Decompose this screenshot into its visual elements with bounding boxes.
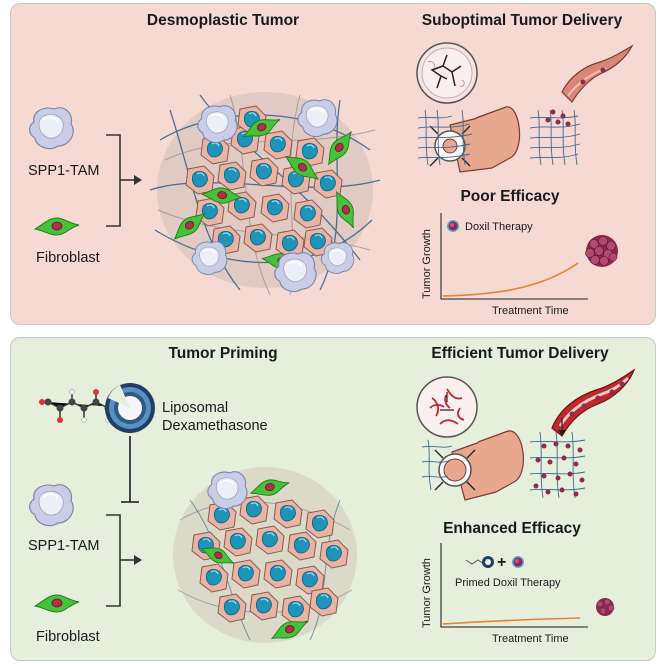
doxil-therapy-legend-label: Doxil Therapy	[465, 221, 533, 233]
spp1-tam-icon-top	[28, 106, 74, 150]
open-vessel-bottom	[434, 430, 524, 501]
suboptimal-delivery-title: Suboptimal Tumor Delivery	[421, 12, 623, 29]
fibroblast-icon-top	[34, 217, 80, 236]
liposomal-dexamethasone-graphic	[39, 383, 155, 433]
fibroblast-icon-bottom	[34, 594, 80, 613]
primed-tumor-graphic	[173, 467, 357, 644]
spp1-tam-icon-bottom	[28, 483, 74, 527]
tumor-growth-curve-poor	[442, 262, 579, 297]
chart-axes-top	[440, 213, 588, 300]
efficient-delivery-title: Efficient Tumor Delivery	[431, 345, 609, 362]
desmoplastic-tumor-title: Desmoplastic Tumor	[146, 12, 300, 29]
treatment-time-axis-title-top: Treatment Time	[492, 305, 569, 317]
treatment-time-axis-title-bottom: Treatment Time	[492, 633, 569, 645]
enhanced-efficacy-title: Enhanced Efficacy	[443, 520, 581, 537]
liposomal-dexamethasone-legend-icon	[465, 556, 494, 568]
legend-plus-sign: +	[497, 554, 507, 571]
bracket-arrow-bottom	[106, 514, 134, 607]
healthy-vessel-bottom	[551, 368, 636, 437]
tumor-growth-curve-enhanced	[442, 617, 581, 625]
spp1-tam-label-bottom: SPP1-TAM	[28, 538, 100, 554]
loose-ecm-mesh-bottom-left	[421, 439, 453, 491]
open-tumor-cross-section-bottom	[416, 376, 478, 438]
poor-efficacy-title: Poor Efficacy	[460, 188, 560, 205]
spp1-tam-label-top: SPP1-TAM	[28, 163, 100, 179]
fibroblast-label-top: Fibroblast	[36, 250, 100, 266]
desmoplastic-tumor-graphic	[149, 92, 381, 296]
leaky-vessel-top	[561, 44, 634, 103]
bracket-arrow-top	[106, 134, 134, 227]
doxil-legend-icon-top	[447, 220, 459, 232]
inhibition-line	[121, 436, 139, 503]
fibroblast-label-bottom: Fibroblast	[36, 629, 100, 645]
compressed-vessel-top	[429, 106, 521, 173]
tumor-priming-title: Tumor Priming	[168, 345, 278, 362]
poor-efficacy-chart	[440, 213, 618, 300]
dense-doxil-particles-bottom	[533, 441, 585, 497]
large-tumor-icon	[585, 235, 618, 267]
chart-axes-bottom	[440, 543, 588, 628]
primed-doxil-therapy-legend-label: Primed Doxil Therapy	[455, 577, 561, 589]
dense-ecm-mesh-top-right	[529, 109, 581, 166]
loose-ecm-mesh-bottom-right	[529, 431, 586, 499]
doxil-legend-icon-bottom	[512, 556, 524, 568]
enhanced-efficacy-chart	[440, 543, 615, 628]
liposomal-label: Liposomal	[162, 400, 229, 416]
dense-ecm-mesh-top-left	[417, 109, 473, 166]
compressed-tumor-cross-section-top	[416, 42, 478, 104]
sparse-doxil-particles-top	[545, 109, 571, 127]
small-tumor-icon	[596, 598, 615, 616]
dexamethasone-label: Dexamethasone	[162, 418, 268, 434]
